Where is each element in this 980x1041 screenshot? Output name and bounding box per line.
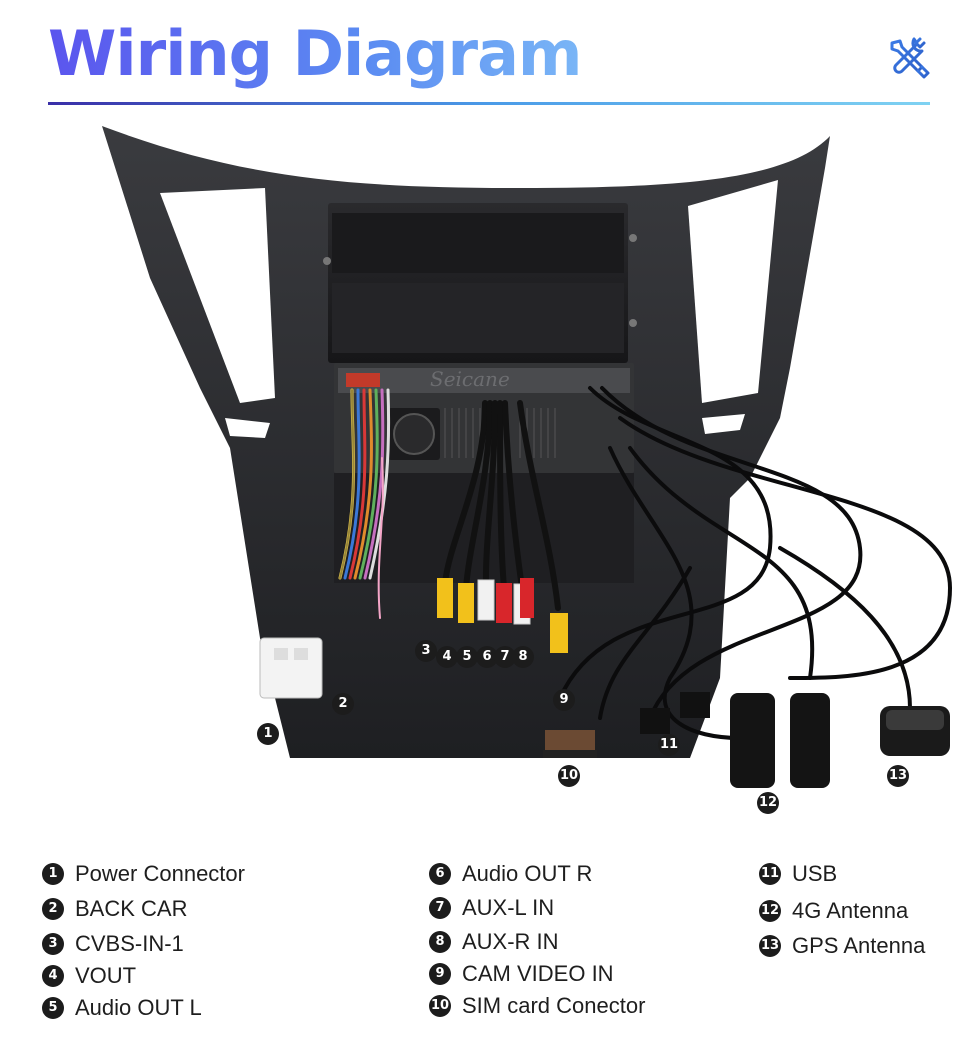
unit-photo: Seicane	[102, 126, 953, 788]
legend-item: 13 GPS Antenna	[759, 932, 925, 960]
callout-5: 5	[456, 646, 478, 668]
legend-label: Audio OUT L	[75, 995, 202, 1020]
legend-number: 12	[759, 900, 781, 922]
legend-number: 2	[42, 898, 64, 920]
legend-label: AUX-L IN	[462, 895, 555, 920]
legend-item: 6 Audio OUT R	[429, 860, 592, 888]
callout-2: 2	[332, 693, 354, 715]
callout-3: 3	[415, 640, 437, 662]
legend-item: 8 AUX-R IN	[429, 928, 559, 956]
legend-label: BACK CAR	[75, 896, 188, 921]
legend-number: 6	[429, 863, 451, 885]
callout-1: 1	[257, 723, 279, 745]
tools-icon	[890, 37, 930, 79]
legend-number: 13	[759, 935, 781, 957]
legend-label: CAM VIDEO IN	[462, 961, 614, 986]
legend-item: 3 CVBS-IN-1	[42, 930, 184, 958]
callout-9: 9	[553, 689, 575, 711]
legend-number: 4	[42, 965, 64, 987]
legend-label: 4G Antenna	[792, 898, 909, 923]
4g-antennas	[730, 693, 830, 788]
legend-number: 1	[42, 863, 64, 885]
sim-tray	[543, 730, 597, 758]
callout-11: 11	[658, 734, 680, 756]
legend-number: 10	[429, 995, 451, 1017]
callout-8: 8	[512, 646, 534, 668]
legend-item: 4 VOUT	[42, 962, 136, 990]
header-divider	[48, 102, 930, 105]
legend-number: 5	[42, 997, 64, 1019]
legend-number: 11	[759, 863, 781, 885]
wire-harness	[338, 386, 953, 740]
legend-number: 7	[429, 897, 451, 919]
rca-plugs	[437, 578, 568, 653]
legend-number: 9	[429, 963, 451, 985]
legend-label: USB	[792, 861, 838, 886]
svg-text:Seicane: Seicane	[430, 367, 510, 391]
legend-number: 8	[429, 931, 451, 953]
legend-label: CVBS-IN-1	[75, 931, 184, 956]
usb-plugs	[640, 692, 710, 734]
legend-item: 1 Power Connector	[42, 860, 245, 888]
legend-item: 9 CAM VIDEO IN	[429, 960, 614, 988]
legend-label: AUX-R IN	[462, 929, 559, 954]
legend-label: Audio OUT R	[462, 861, 593, 886]
power-connector	[259, 637, 323, 699]
legend-item: 7 AUX-L IN	[429, 894, 554, 922]
legend-item: 11 USB	[759, 860, 837, 888]
callout-4: 4	[436, 646, 458, 668]
legend-label: GPS Antenna	[792, 933, 926, 958]
callout-6: 6	[476, 646, 498, 668]
legend-item: 12 4G Antenna	[759, 897, 908, 925]
callout-7: 7	[494, 646, 516, 668]
callout-10: 10	[558, 765, 580, 787]
legend-item: 5 Audio OUT L	[42, 994, 202, 1022]
legend-number: 3	[42, 933, 64, 955]
legend-item: 2 BACK CAR	[42, 895, 187, 923]
legend-label: SIM card Conector	[462, 993, 646, 1018]
legend-label: VOUT	[75, 963, 137, 988]
callout-13: 13	[887, 765, 909, 787]
legend-label: Power Connector	[75, 861, 245, 886]
legend-item: 10 SIM card Conector	[429, 992, 645, 1020]
gps-antenna	[880, 706, 950, 756]
page-title: Wiring Diagram	[48, 10, 583, 98]
callout-12: 12	[757, 792, 779, 814]
